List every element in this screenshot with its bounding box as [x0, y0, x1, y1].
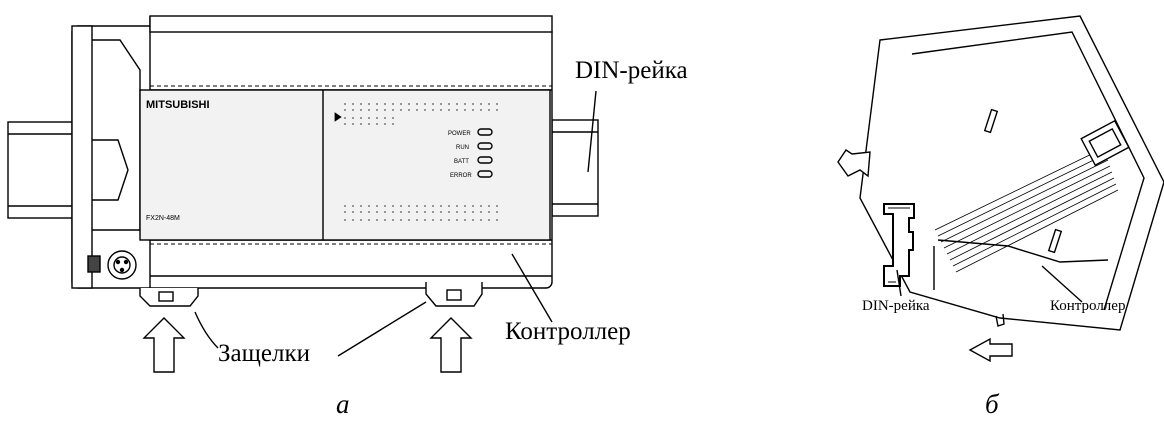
led-label-power: POWER	[448, 131, 471, 137]
leader-latch-right	[337, 301, 427, 357]
arrow-push-right	[837, 149, 871, 178]
latch-left	[139, 288, 199, 307]
model-text: FX2N-48M	[146, 215, 180, 222]
caption-b: б	[985, 389, 999, 419]
caption-a: а	[336, 389, 350, 419]
din-rail-right	[551, 119, 599, 217]
leader-din-rail-b	[896, 269, 902, 297]
controller-housing	[71, 15, 553, 289]
din-rail-left	[7, 121, 74, 219]
din-rail-label-a: DIN-рейка	[575, 57, 688, 84]
status-leds	[477, 128, 493, 178]
leader-din-rail-a	[587, 90, 597, 173]
latch-right	[425, 282, 483, 307]
led-label-error: ERROR	[450, 173, 472, 179]
din-rail-profile	[883, 203, 915, 287]
arrow-up-left	[142, 317, 186, 373]
tilted-controller	[859, 15, 1164, 331]
arrow-up-right	[429, 317, 473, 373]
controller-label-b: Контроллер	[1050, 298, 1126, 314]
controller-label-a: Контроллер	[505, 318, 631, 345]
led-label-run: RUN	[456, 145, 469, 151]
din-rail-label-b: DIN-рейка	[862, 298, 930, 314]
leader-controller-a	[511, 253, 553, 323]
arrow-push-left	[968, 337, 1013, 363]
leader-latch-left	[194, 311, 219, 349]
brand-text: MITSUBISHI	[146, 99, 210, 111]
leader-controller-b	[1041, 265, 1083, 303]
led-label-batt: BATT	[454, 159, 469, 165]
status-led-labels: POWER RUN BATT ERROR	[448, 131, 472, 179]
io-indicator-leds	[334, 103, 500, 221]
latches-label: Защелки	[218, 340, 310, 367]
